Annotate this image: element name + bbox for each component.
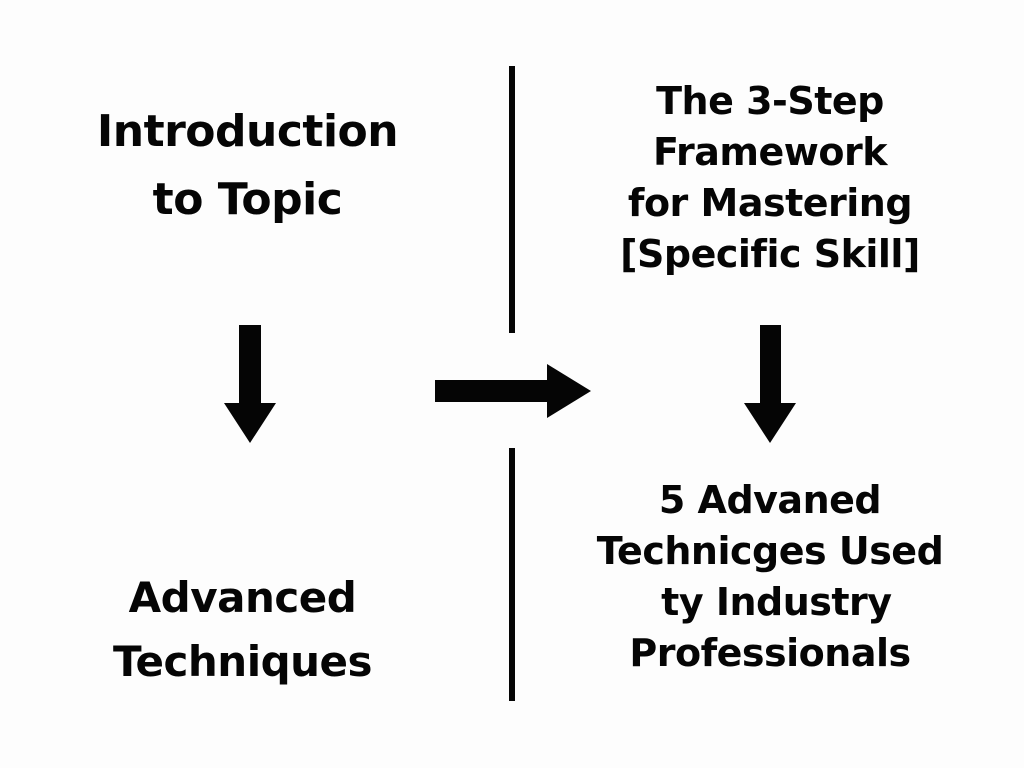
node-text-line: Framework xyxy=(652,130,888,174)
node-text-line: Techniques xyxy=(112,637,373,686)
arrow-down-icon xyxy=(744,325,796,443)
node-5-advanced-techniques: 5 Advaned Technicges Used ty Industry Pr… xyxy=(565,475,975,679)
node-text-line: to Topic xyxy=(152,174,343,225)
node-text-line: Technicges Used xyxy=(596,529,944,573)
node-text-line: The 3-Step xyxy=(656,79,884,123)
node-text-line: [Specific Skill] xyxy=(620,232,920,276)
arrow-down-icon xyxy=(224,325,276,443)
divider-top xyxy=(509,66,515,333)
node-advanced-techniques: Advanced Techniques xyxy=(70,566,415,694)
node-introduction-to-topic: Introduction to Topic xyxy=(60,98,435,234)
node-text-line: Professionals xyxy=(629,631,911,675)
node-text-line: Advanced xyxy=(128,573,357,622)
arrow-right-icon xyxy=(435,364,591,418)
node-text-line: ty Industry xyxy=(648,580,892,624)
divider-bottom xyxy=(509,448,515,701)
node-text-line: Introduction xyxy=(96,106,399,157)
node-3-step-framework: The 3-Step Framework for Mastering [Spec… xyxy=(575,76,965,280)
node-text-line: for Mastering xyxy=(627,181,913,225)
node-text-line: 5 Advaned xyxy=(658,478,882,522)
